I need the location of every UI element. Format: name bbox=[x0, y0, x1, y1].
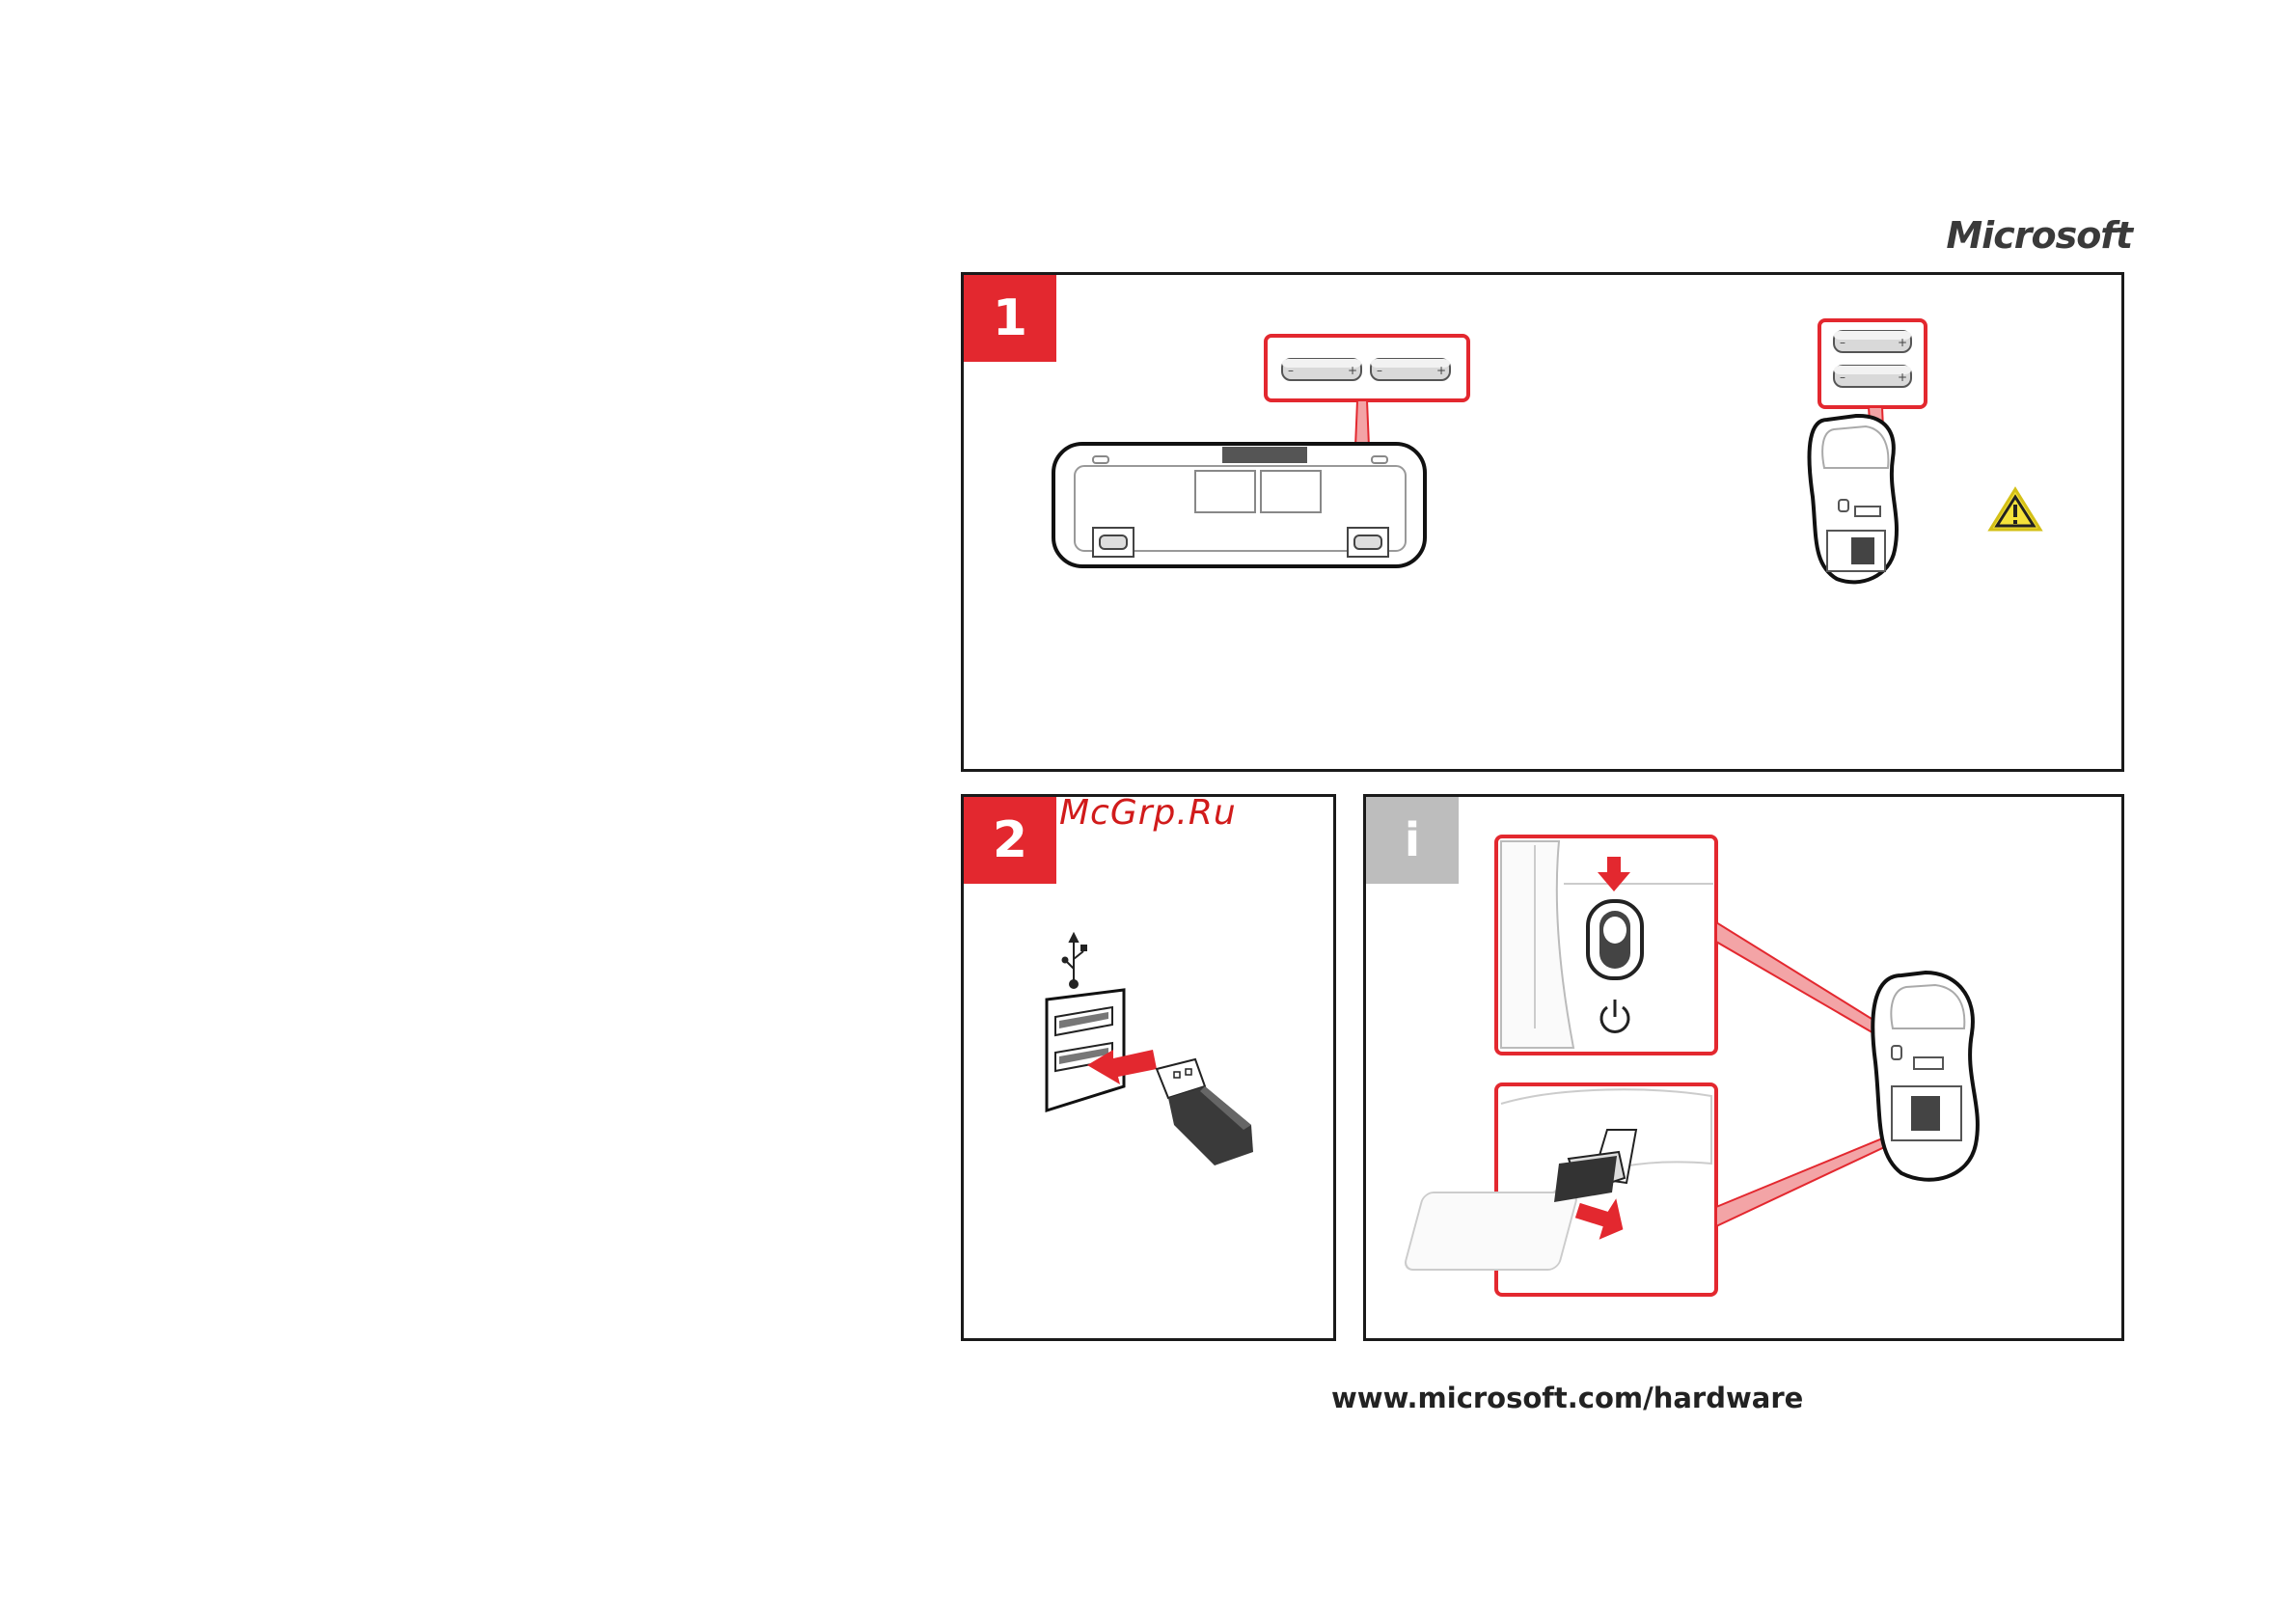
battery-illustration: – + – + – + bbox=[964, 275, 2121, 769]
svg-text:–: – bbox=[1840, 336, 1845, 349]
mouse-underside-drawing bbox=[1872, 973, 1978, 1180]
aa-battery-icon: – + bbox=[1282, 359, 1361, 380]
mouse-underside-drawing bbox=[1809, 416, 1897, 582]
aa-battery-icon: – + bbox=[1371, 359, 1450, 380]
power-switch-drawing bbox=[1588, 901, 1642, 978]
receiver-storage-callout bbox=[1404, 1084, 1716, 1295]
usb-illustration bbox=[964, 797, 1333, 1338]
usb-ports-drawing bbox=[1047, 990, 1124, 1110]
keyboard-underside-drawing bbox=[1053, 444, 1425, 566]
aa-battery-icon: – + bbox=[1834, 366, 1911, 387]
usb-symbol-icon bbox=[1063, 934, 1087, 988]
svg-text:–: – bbox=[1377, 364, 1382, 377]
svg-text:–: – bbox=[1288, 364, 1294, 377]
footer-url[interactable]: www.microsoft.com/hardware bbox=[1331, 1382, 1794, 1414]
step-2-panel: 2 bbox=[961, 794, 1336, 1341]
aa-battery-icon: – + bbox=[1834, 331, 1911, 352]
watermark-text: McGrp.Ru bbox=[1059, 793, 1237, 833]
svg-text:–: – bbox=[1840, 370, 1845, 384]
mouse-info-illustration bbox=[1366, 797, 2121, 1338]
microsoft-logo: Microsoft bbox=[1939, 214, 2132, 262]
svg-text:+: + bbox=[1348, 364, 1357, 377]
svg-text:+: + bbox=[1436, 364, 1446, 377]
warning-triangle-icon bbox=[1990, 489, 2040, 530]
info-panel: i bbox=[1363, 794, 2124, 1341]
power-switch-callout bbox=[1496, 836, 1716, 1054]
step-1-panel: 1 – + – + bbox=[961, 272, 2124, 772]
svg-text:+: + bbox=[1898, 336, 1907, 349]
svg-text:+: + bbox=[1898, 370, 1907, 384]
usb-receiver-drawing bbox=[1157, 1059, 1253, 1165]
